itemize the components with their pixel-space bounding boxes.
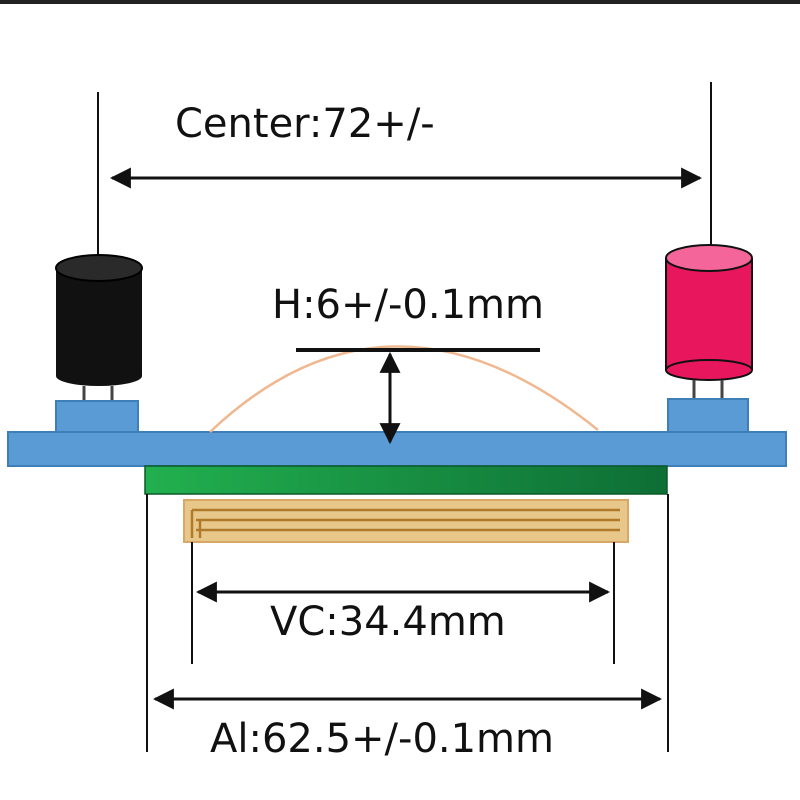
deflection-arc [209,345,599,433]
right-standoff [667,398,749,434]
height-label: H:6+/-0.1mm [272,282,544,328]
left-standoff [55,400,139,434]
top-border [0,0,800,4]
vc-label: VC:34.4mm [270,599,506,645]
center-label: Center:72+/- [175,101,435,147]
al-label: Al:62.5+/-0.1mm [210,716,554,762]
left-sensor-cylinder [55,254,143,402]
vapor-chamber [183,499,629,543]
right-sensor-cylinder [665,244,753,400]
pcb-board [7,431,787,467]
heatsink-plate [144,465,668,495]
